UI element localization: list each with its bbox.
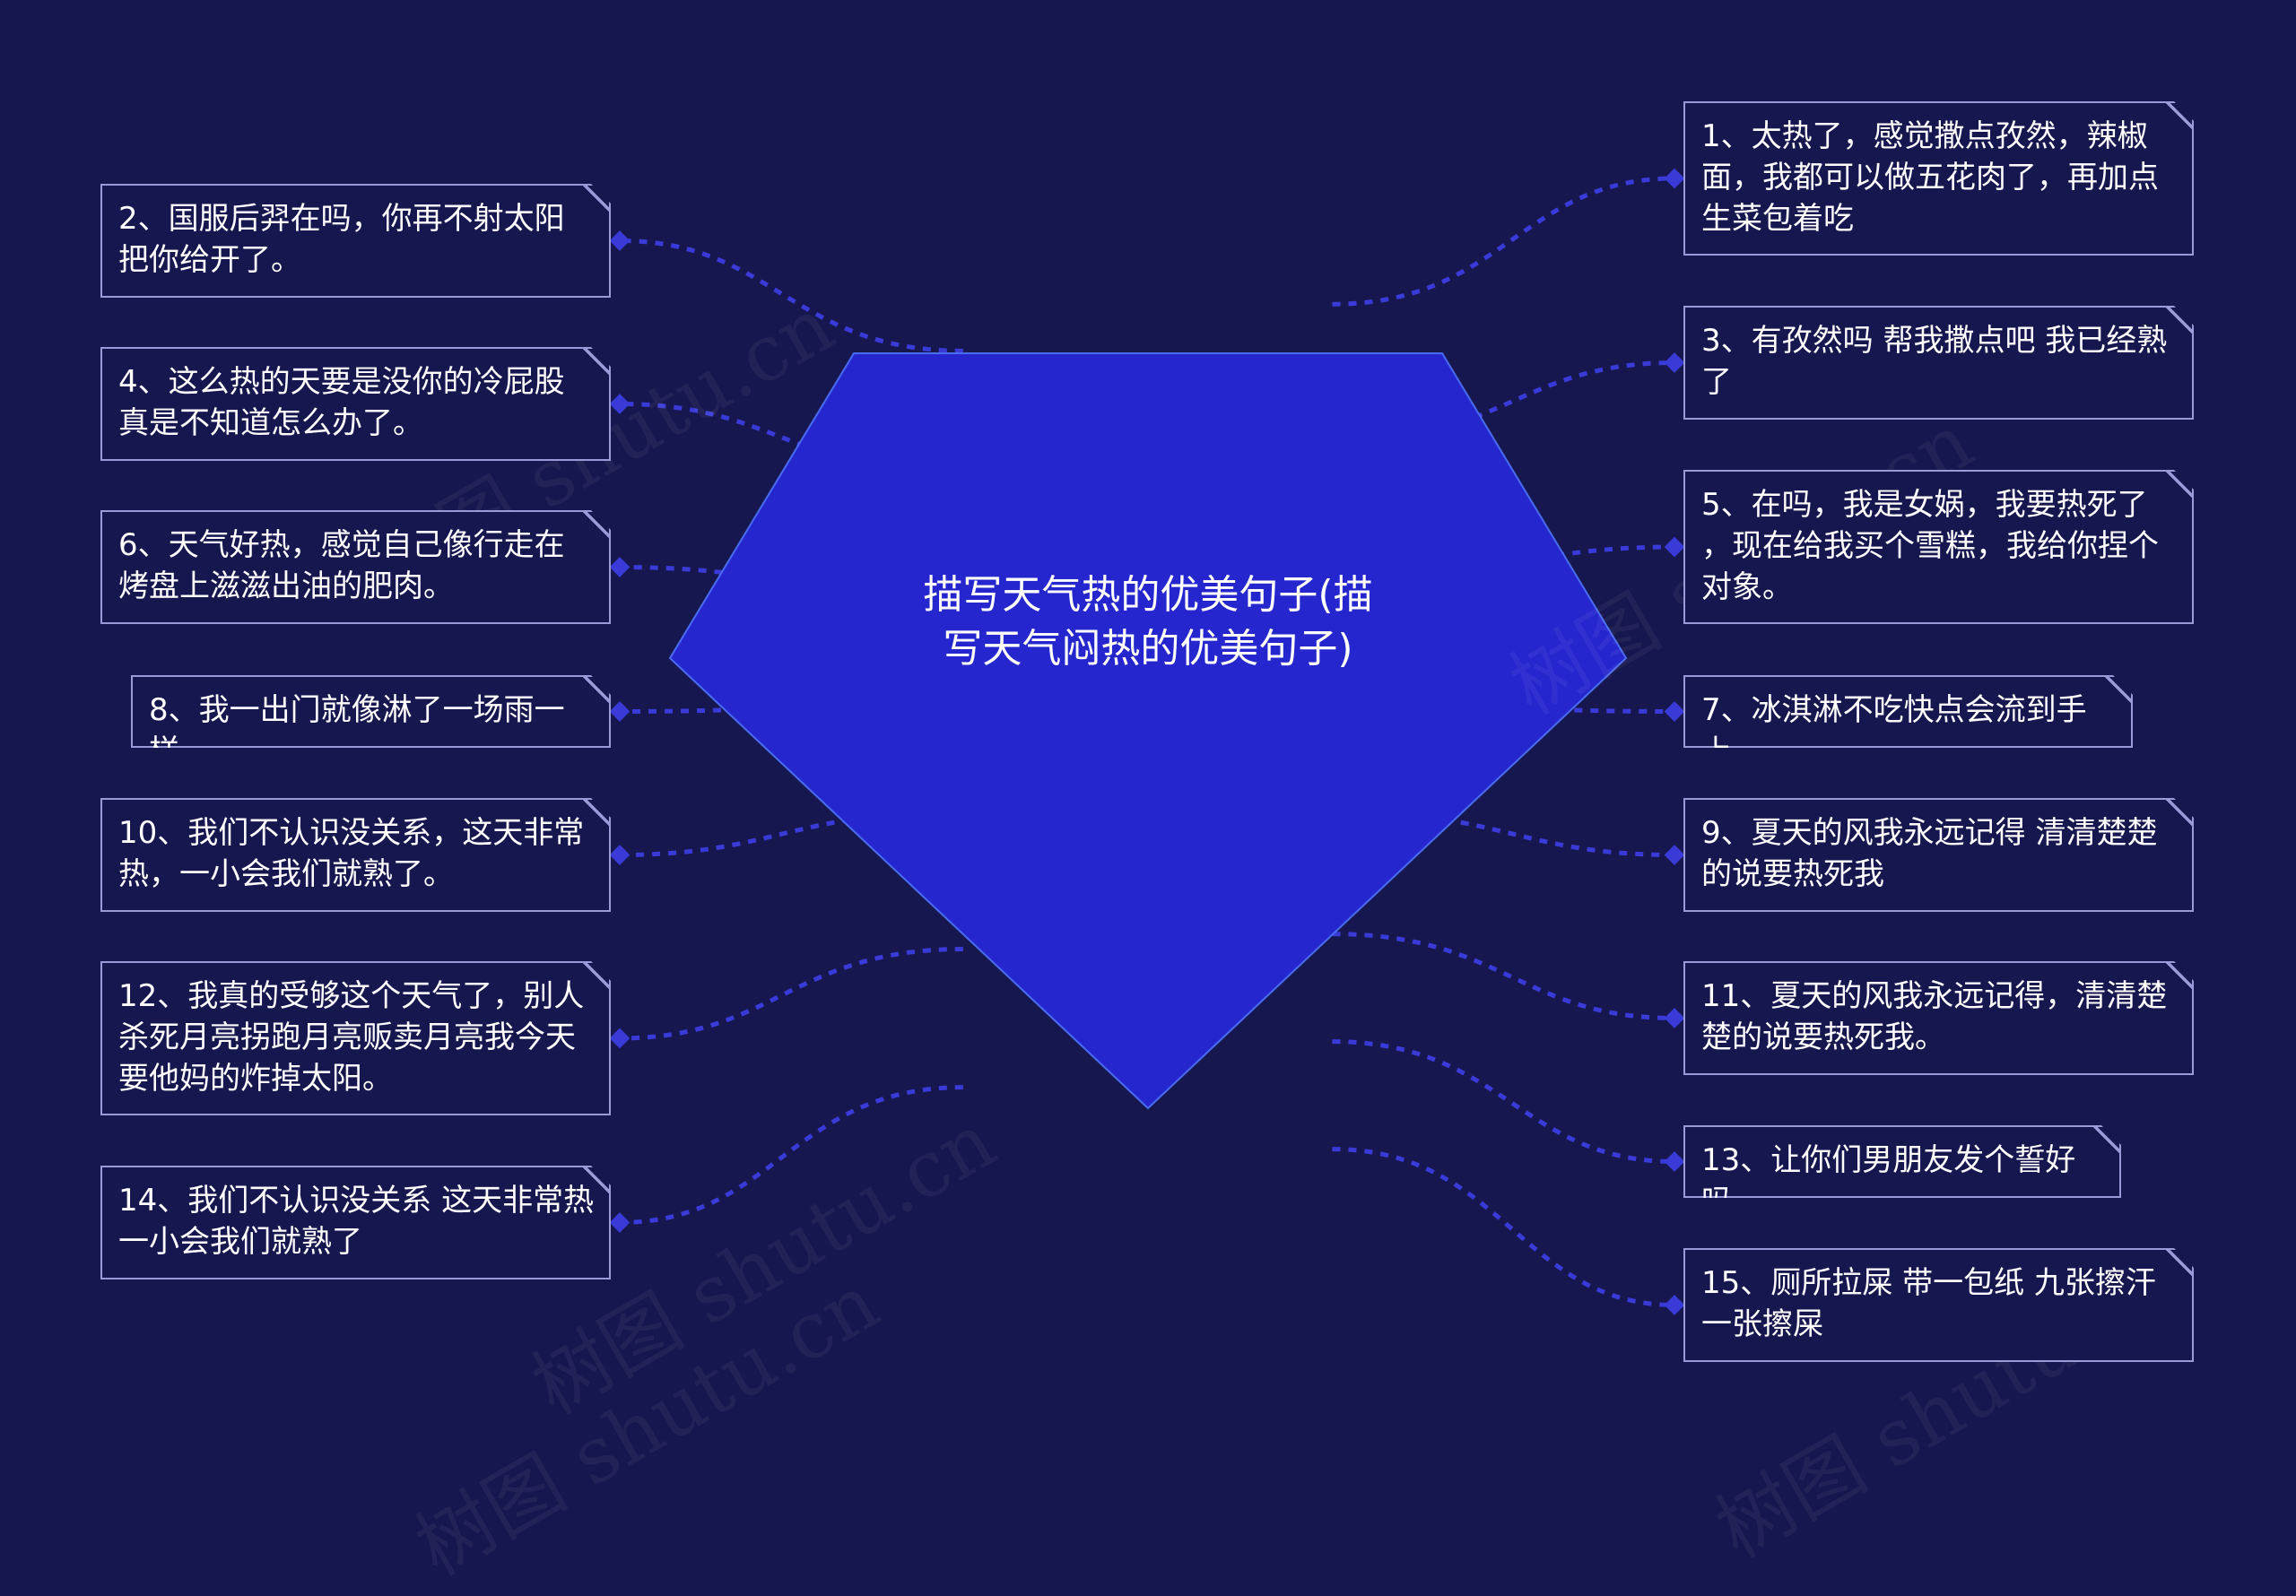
branch-node-12[interactable]: 12、我真的受够这个天气了，别人 杀死月亮拐跑月亮贩卖月亮我今天 要他妈的炸掉太… [100,961,611,1115]
connector-line-3 [1332,360,1675,445]
connector-anchor-4 [609,394,631,414]
branch-node-4[interactable]: 4、这么热的天要是没你的冷屁股 真是不知道怎么办了。 [100,347,611,461]
center-diamond-shape[interactable] [668,352,1628,1110]
connector-line-10 [619,809,963,857]
branch-node-text: 3、有孜然吗 帮我撒点吧 我已经熟 了 [1701,323,2168,400]
connector-line-1 [1332,176,1675,307]
connector-anchor-3 [1664,352,1685,373]
branch-node-text: 4、这么热的天要是没你的冷屁股 真是不知道怎么办了。 [118,364,565,441]
branch-node-10[interactable]: 10、我们不认识没关系，这天非常 热，一小会我们就熟了。 [100,798,611,912]
branch-node-2[interactable]: 2、国服后羿在吗，你再不射太阳 把你给开了。 [100,184,611,298]
connector-anchor-15 [1664,1295,1685,1315]
branch-node-text: 14、我们不认识没关系 这天非常热 一小会我们就熟了 [118,1183,595,1260]
connector-anchor-14 [609,1212,631,1233]
branch-node-text: 15、厕所拉屎 带一包纸 九张擦汗 一张擦屎 [1701,1265,2156,1342]
branch-node-14[interactable]: 14、我们不认识没关系 这天非常热 一小会我们就熟了 [100,1166,611,1279]
branch-node-15[interactable]: 15、厕所拉屎 带一包纸 九张擦汗 一张擦屎 [1683,1248,2194,1362]
anchor-layer [609,168,1685,1315]
branch-node-3[interactable]: 3、有孜然吗 帮我撒点吧 我已经熟 了 [1683,306,2194,420]
branch-node-text: 10、我们不认识没关系，这天非常 热，一小会我们就熟了。 [118,815,585,892]
branch-node-9[interactable]: 9、夏天的风我永远记得 清清楚楚 的说要热死我 [1683,798,2194,912]
connector-line-4 [619,402,963,476]
branch-node-text: 11、夏天的风我永远记得，清清楚 楚的说要热死我。 [1701,978,2168,1055]
connector-anchor-11 [1664,1008,1685,1028]
mindmap-canvas [609,168,1685,1315]
connector-anchor-2 [609,230,631,251]
connector-line-14 [619,1085,963,1225]
branch-node-7[interactable]: 7、冰淇淋不吃快点会流到手上 [1683,675,2133,748]
center-topic-title[interactable]: 描写天气热的优美句子(描 写天气闷热的优美句子) [923,572,1373,672]
branch-node-text: 2、国服后羿在吗，你再不射太阳 把你给开了。 [118,201,565,278]
connector-anchor-10 [609,845,631,865]
connector-anchor-8 [609,701,631,722]
branch-node-6[interactable]: 6、天气好热，感觉自己像行走在 烤盘上滋滋出油的肥肉。 [100,510,611,624]
branch-node-1[interactable]: 1、太热了，感觉撒点孜然，辣椒 面，我都可以做五花肉了，再加点 生菜包着吃 [1683,101,2194,256]
branch-node-13[interactable]: 13、让你们男朋友发个誓好吗 [1683,1125,2121,1198]
connector-line-13 [1332,1039,1675,1164]
connector-line-2 [619,239,963,353]
branch-node-11[interactable]: 11、夏天的风我永远记得，清清楚 楚的说要热死我。 [1683,961,2194,1075]
connector-anchor-7 [1664,701,1685,722]
branch-node-text: 12、我真的受够这个天气了，别人 杀死月亮拐跑月亮贩卖月亮我今天 要他妈的炸掉太… [118,978,585,1097]
branch-node-8[interactable]: 8、我一出门就像淋了一场雨一样 [131,675,611,748]
connector-anchor-9 [1664,845,1685,865]
connector-line-11 [1332,932,1675,1020]
connector-line-9 [1332,809,1675,857]
branch-node-5[interactable]: 5、在吗，我是女娲，我要热死了 ，现在给我买个雪糕，我给你捏个 对象。 [1683,470,2194,624]
connector-anchor-12 [609,1028,631,1049]
branch-node-text: 9、夏天的风我永远记得 清清楚楚 的说要热死我 [1701,815,2158,892]
branch-node-text: 5、在吗，我是女娲，我要热死了 ，现在给我买个雪糕，我给你捏个 对象。 [1701,487,2159,605]
branch-node-text: 6、天气好热，感觉自己像行走在 烤盘上滋滋出油的肥肉。 [118,527,565,604]
connector-anchor-5 [1664,536,1685,558]
connector-anchor-13 [1664,1151,1685,1172]
connector-anchor-6 [609,557,631,577]
connector-line-15 [1332,1147,1675,1307]
branch-node-text: 1、太热了，感觉撒点孜然，辣椒 面，我都可以做五花肉了，再加点 生菜包着吃 [1701,118,2159,237]
connector-line-12 [619,947,963,1041]
connector-anchor-1 [1664,168,1685,189]
